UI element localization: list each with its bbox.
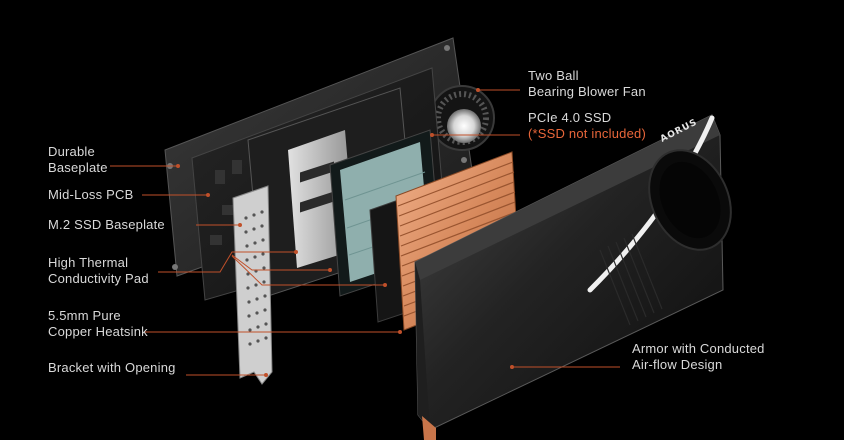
label-m2-ssd-baseplate: M.2 SSD Baseplate [48,217,165,232]
label-armor: Armor with Conducted Air-flow Design [632,341,765,372]
label-blower-fan: Two Ball Bearing Blower Fan [528,68,646,99]
label-durable-baseplate: Durable Baseplate [48,144,108,175]
leader-dots [176,88,514,377]
label-copper-heatsink: 5.5mm Pure Copper Heatsink [48,308,148,339]
label-thermal-pad: High Thermal Conductivity Pad [48,255,149,286]
pci-bracket [232,185,273,385]
label-bracket: Bracket with Opening [48,360,176,375]
leader-lines [110,89,620,376]
label-ssd-note: (*SSD not included) [528,126,646,141]
label-pcie-ssd: PCIe 4.0 SSD [528,110,612,125]
blower-fan [429,85,495,151]
armor-shroud [414,114,732,440]
label-mid-loss-pcb: Mid-Loss PCB [48,187,134,202]
